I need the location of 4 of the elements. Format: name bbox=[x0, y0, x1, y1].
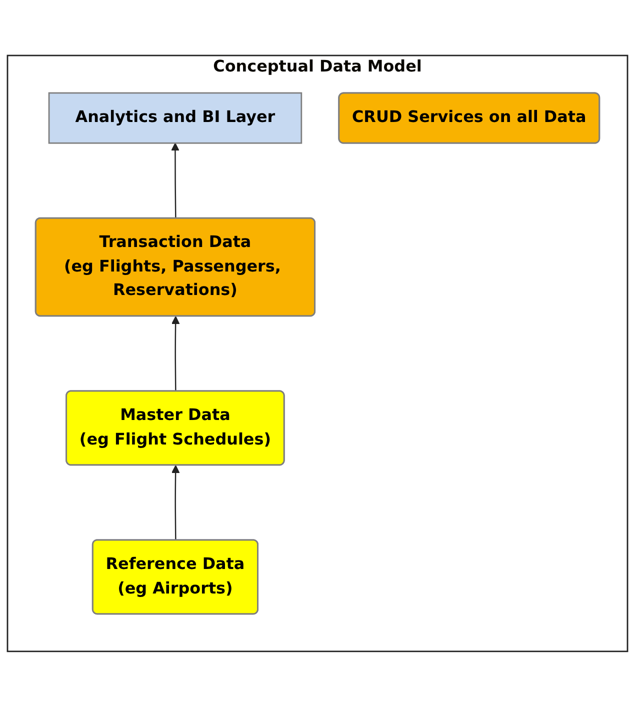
arrow bbox=[171, 465, 180, 540]
node-box: Analytics and BI Layer bbox=[48, 92, 302, 144]
arrow bbox=[171, 316, 180, 392]
arrow bbox=[171, 142, 180, 219]
